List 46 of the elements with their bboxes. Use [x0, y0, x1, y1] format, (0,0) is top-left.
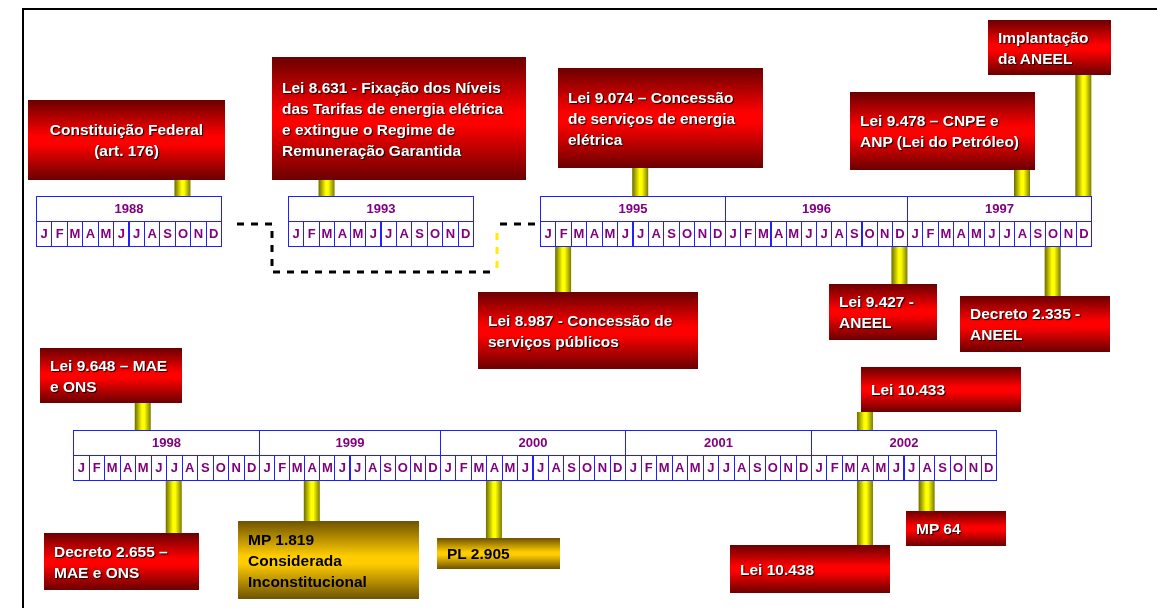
event-callout: MP 1.819 Considerada Inconstitucional [238, 521, 419, 599]
connector-bar [485, 481, 502, 538]
connector-bar [1014, 170, 1030, 196]
event-callout: Lei 10.438 [730, 545, 890, 593]
year-header: 1993 [288, 196, 474, 222]
connector-bar [174, 180, 191, 196]
event-callout: Lei 8.631 - Fixação dos Níveis das Tarifas de energia elétrica e extingue o Regime de Remuneração Garantida [272, 57, 526, 180]
connector-bar [856, 481, 873, 545]
event-callout: MP 64 [906, 511, 1006, 546]
connector-bar [555, 247, 572, 292]
event-callout: Lei 9.427 - ANEEL [829, 284, 937, 340]
month-cell: M [755, 221, 772, 247]
month-cell: J [540, 221, 557, 247]
month-cell: S [846, 221, 863, 247]
connector-bar [1075, 75, 1092, 196]
connector-bar [318, 180, 335, 196]
event-callout: Constituição Federal (art. 176) [28, 100, 225, 180]
connector-bar [918, 481, 935, 511]
month-cell: J [73, 455, 90, 481]
month-cell: J [617, 221, 634, 247]
event-callout: Lei 9.478 – CNPE e ANP (Lei do Petróleo) [850, 92, 1035, 170]
year-header: 1998 [73, 430, 260, 456]
month-cell: J [36, 221, 53, 247]
year-header: 1995 [540, 196, 726, 222]
event-callout: Implantação da ANEEL [988, 20, 1111, 75]
month-cell: J [113, 221, 130, 247]
connector-bar [632, 168, 649, 196]
connector-bar [134, 403, 151, 430]
connector-bar [891, 247, 908, 284]
connector-bar [303, 481, 320, 521]
connector-bar [856, 412, 873, 430]
event-callout: Lei 9.074 – Concessão de serviços de energia elétrica [558, 68, 763, 168]
month-cell: J [288, 221, 305, 247]
event-callout: Lei 9.648 – MAE e ONS [40, 348, 182, 403]
year-header: 1997 [907, 196, 1092, 222]
event-callout: Lei 8.987 - Concessão de serviços públicos [478, 292, 698, 369]
event-callout: PL 2.905 [437, 538, 560, 569]
event-callout: Decreto 2.655 –MAE e ONS [44, 533, 199, 590]
event-callout: Decreto 2.335 -ANEEL [960, 296, 1110, 352]
year-header: 1988 [36, 196, 222, 222]
month-cell: J [888, 455, 905, 481]
month-cell: J [365, 221, 382, 247]
month-cell: J [334, 455, 351, 481]
event-callout: Lei 10.433 [861, 367, 1021, 412]
year-header: 2002 [811, 430, 997, 456]
month-cell: J [517, 455, 534, 481]
